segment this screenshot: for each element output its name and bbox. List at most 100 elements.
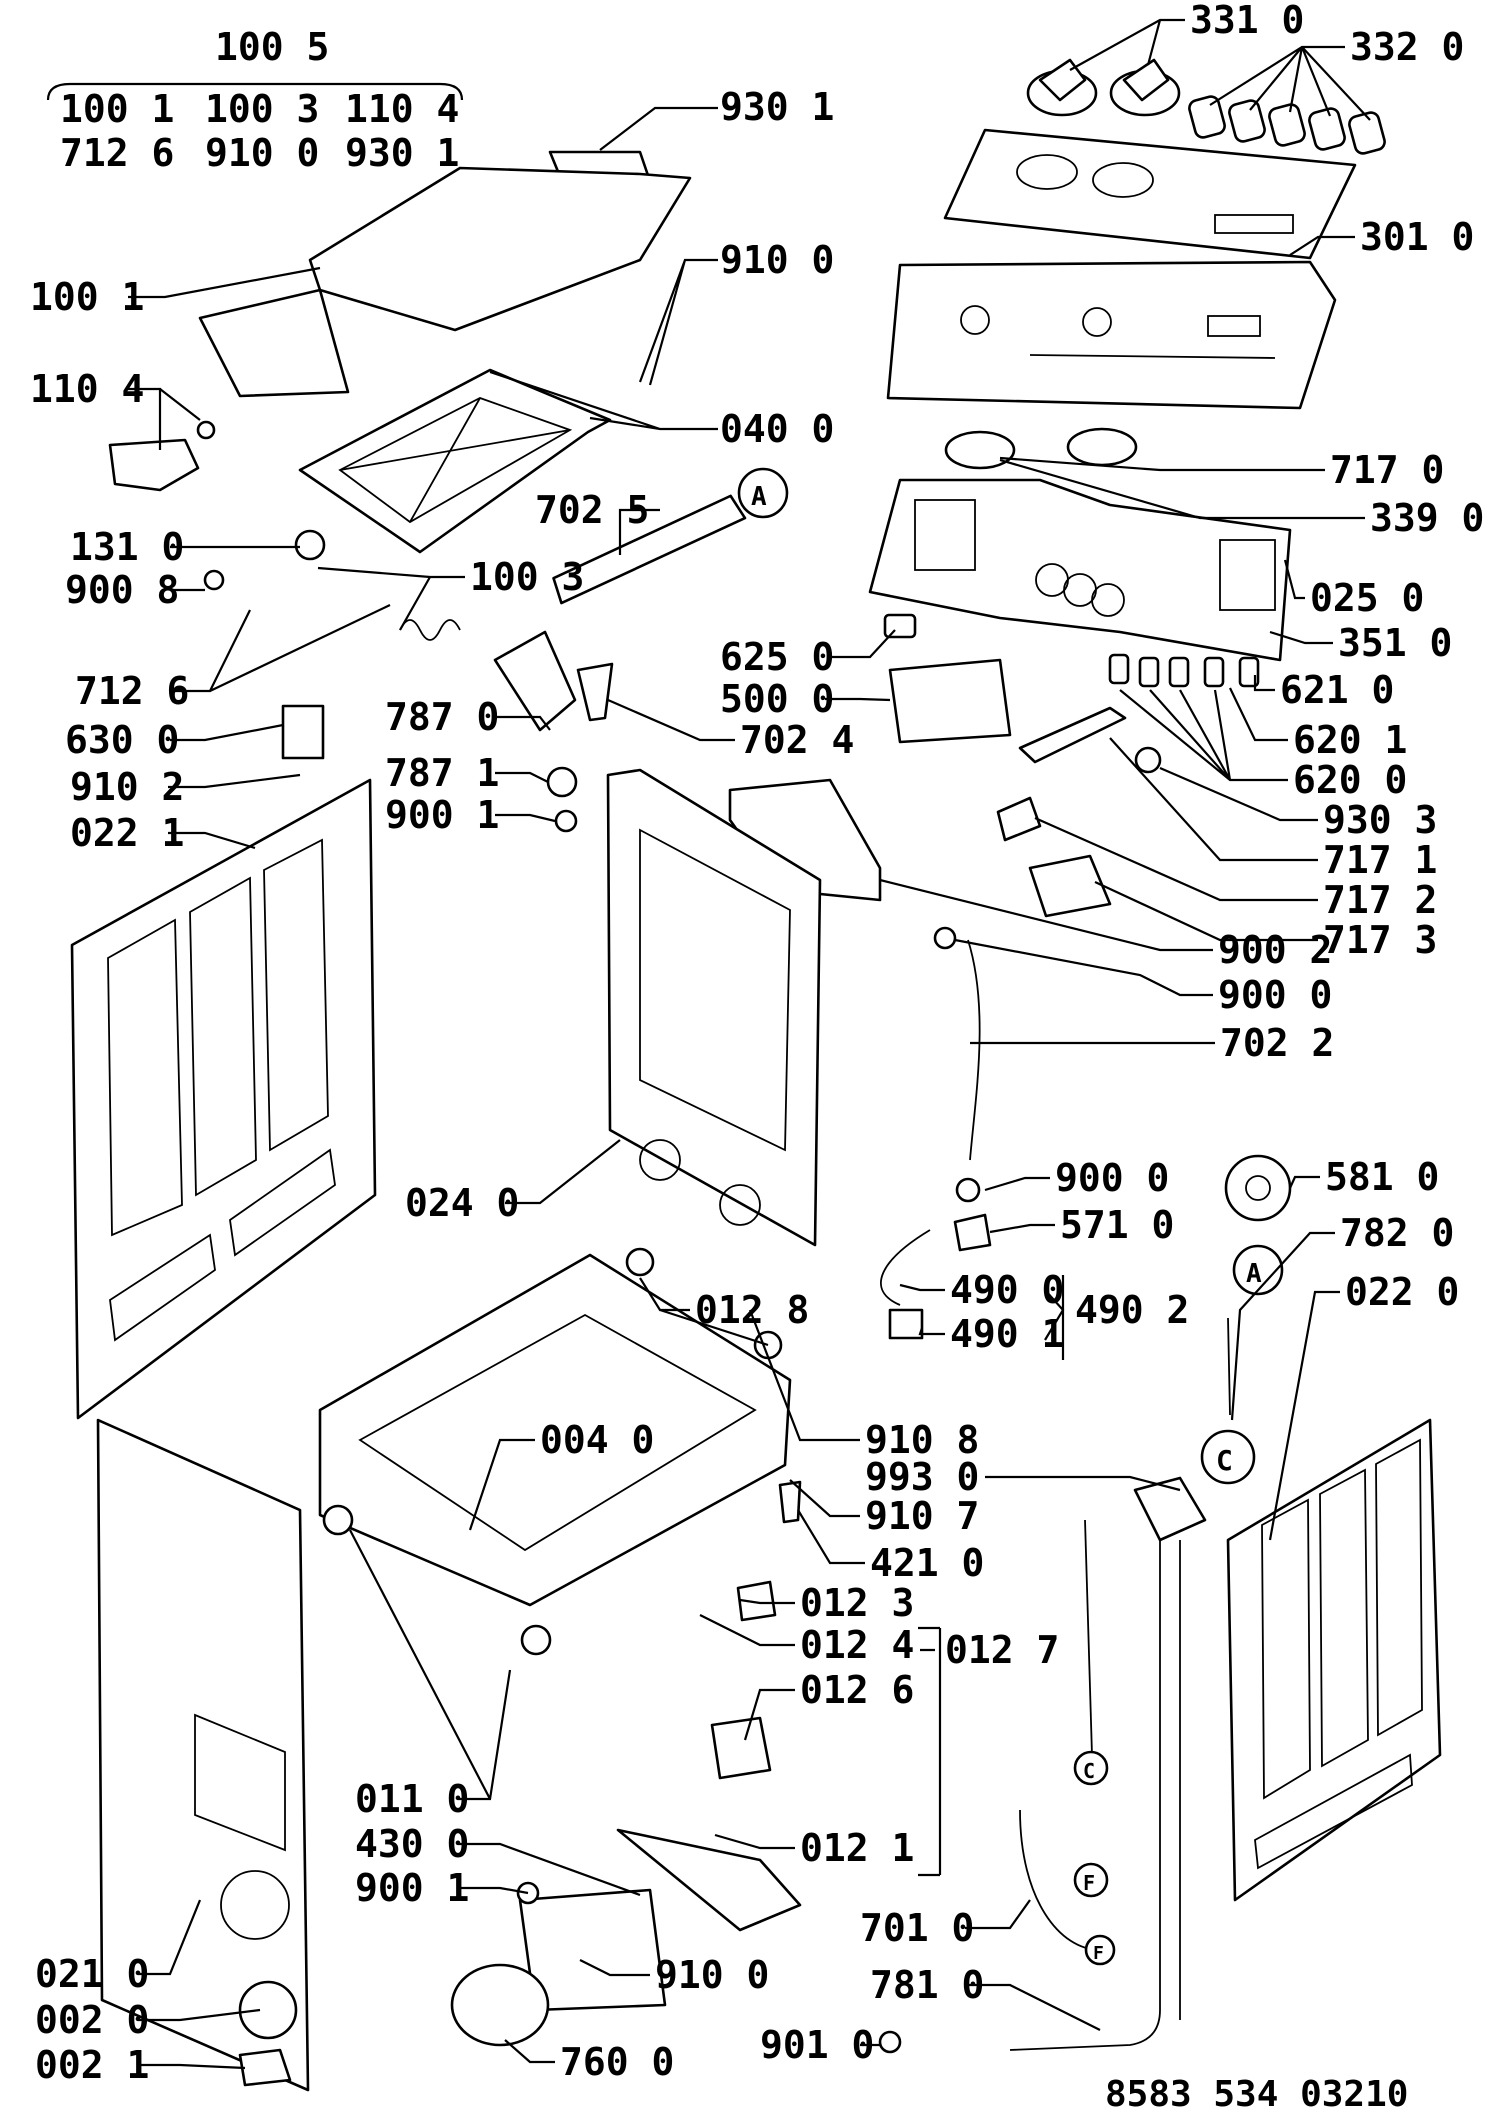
part-label: 787 0 [385, 695, 499, 739]
part-label: 110 4 [30, 367, 144, 411]
grommet-drawing [955, 1177, 981, 1203]
part-label: 702 4 [740, 718, 854, 762]
part-label: 339 0 [1370, 496, 1484, 540]
part-label: 301 0 [1360, 215, 1474, 259]
clip-drawing [878, 2030, 902, 2054]
screw-drawing [196, 420, 216, 440]
part-label: 012 6 [800, 1668, 914, 1712]
part-label: 581 0 [1325, 1155, 1439, 1199]
part-label: 002 0 [35, 1998, 149, 2042]
part-label: 100 1 [30, 275, 144, 319]
lever-drawing [1018, 706, 1127, 764]
part-label: 022 1 [70, 811, 184, 855]
part-label: 930 1 [720, 85, 834, 129]
buttons-drawing [1188, 95, 1386, 155]
cap-drawing [944, 430, 1016, 470]
connector-letter: A [751, 482, 767, 512]
part-label: 430 0 [355, 1822, 469, 1866]
group-member: 100 1 [60, 87, 174, 131]
group-brace [46, 82, 464, 101]
foot-drawing [625, 1247, 655, 1277]
part-label: 702 5 [535, 488, 649, 532]
part-drawings [70, 58, 1442, 2092]
connector-letter: A [1246, 1259, 1262, 1289]
pump-lever-drawing [616, 1828, 802, 1932]
front-panel-drawing [96, 1418, 310, 2092]
small-part-drawing [883, 613, 917, 639]
group-label: 100 5 [215, 25, 329, 69]
part-label: 712 6 [75, 669, 189, 713]
part-label: 500 0 [720, 677, 834, 721]
part-label: 131 0 [70, 525, 184, 569]
part-label: 910 0 [655, 1953, 769, 1997]
capacitor-drawing [778, 1480, 802, 1524]
part-label: 571 0 [1060, 1203, 1174, 1247]
part-label: 490 1 [950, 1312, 1064, 1356]
part-label: 022 0 [1345, 1270, 1459, 1314]
foot-drawing [322, 1504, 354, 1536]
fitting-drawing [576, 662, 614, 722]
pump-cover-drawing [710, 1716, 772, 1780]
part-label: 025 0 [1310, 576, 1424, 620]
part-label: 021 0 [35, 1952, 149, 1996]
part-label: 012 1 [800, 1826, 914, 1870]
hinge-drawing [238, 2048, 292, 2087]
part-label: 781 0 [870, 1963, 984, 2007]
group-member: 110 4 [345, 87, 459, 131]
part-label: 100 3 [470, 555, 584, 599]
part-label: 621 0 [1280, 668, 1394, 712]
grommet-drawing [933, 926, 957, 950]
drain-hose-drawing [1009, 1540, 1161, 2051]
part-labels: 930 1 331 0 332 0 301 0 100 1 910 0 110 … [30, 0, 1484, 2087]
tube-drawing [967, 939, 981, 1161]
connector-letter: F [1093, 1943, 1104, 1964]
group-member: 930 1 [345, 131, 459, 175]
part-label: 002 1 [35, 2043, 149, 2087]
part-label: 782 0 [1340, 1211, 1454, 1255]
part-label: 490 2 [1075, 1288, 1189, 1332]
part-label: 332 0 [1350, 25, 1464, 69]
handle-drawing [108, 438, 200, 492]
valves-drawing [1108, 653, 1260, 688]
part-label: 701 0 [860, 1906, 974, 1950]
side-panel-right-drawing [1226, 1418, 1442, 1902]
part-label: 717 1 [1323, 838, 1437, 882]
connector-letter: C [1216, 1444, 1233, 1477]
drawing-number: 8583 534 03210 [1105, 2074, 1408, 2115]
part-label: 910 2 [70, 765, 184, 809]
part-label: 012 7 [945, 1628, 1059, 1672]
group-member: 910 0 [205, 131, 319, 175]
clip-drawing [203, 569, 225, 591]
leader-lines [128, 18, 1371, 2070]
control-panel-drawing [886, 260, 1337, 410]
part-label: 901 0 [760, 2023, 874, 2067]
connector-letter: F [1083, 1871, 1095, 1895]
knobs-drawing [1026, 58, 1181, 117]
part-label: 900 0 [1218, 973, 1332, 1017]
group-member: 712 6 [60, 131, 174, 175]
power-cord-drawing [880, 1229, 931, 1306]
pulley-drawing [294, 529, 326, 561]
sensor-drawing [736, 1580, 777, 1622]
part-label: 900 1 [385, 793, 499, 837]
part-label: 012 3 [800, 1581, 914, 1625]
bracket-drawing [996, 796, 1042, 842]
part-label: 900 0 [1055, 1156, 1169, 1200]
door-flap-drawing [238, 1980, 298, 2040]
part-label: 351 0 [1338, 621, 1452, 665]
part-label: 040 0 [720, 407, 834, 451]
pressure-tube-drawing [1227, 1317, 1231, 1416]
spring-ring-drawing [1134, 746, 1162, 774]
part-label: 421 0 [870, 1541, 984, 1585]
clamp-drawing [554, 809, 578, 833]
part-label: 717 2 [1323, 878, 1437, 922]
clamp-block-drawing [1028, 854, 1112, 918]
connector-letter: C [1083, 1759, 1095, 1783]
pressure-switch-drawing [1224, 1154, 1292, 1222]
base-frame-drawing [318, 1253, 792, 1607]
group-member: 100 3 [205, 87, 319, 131]
part-label: 630 0 [65, 718, 179, 762]
part-label: 900 8 [65, 568, 179, 612]
part-label: 717 0 [1330, 448, 1444, 492]
